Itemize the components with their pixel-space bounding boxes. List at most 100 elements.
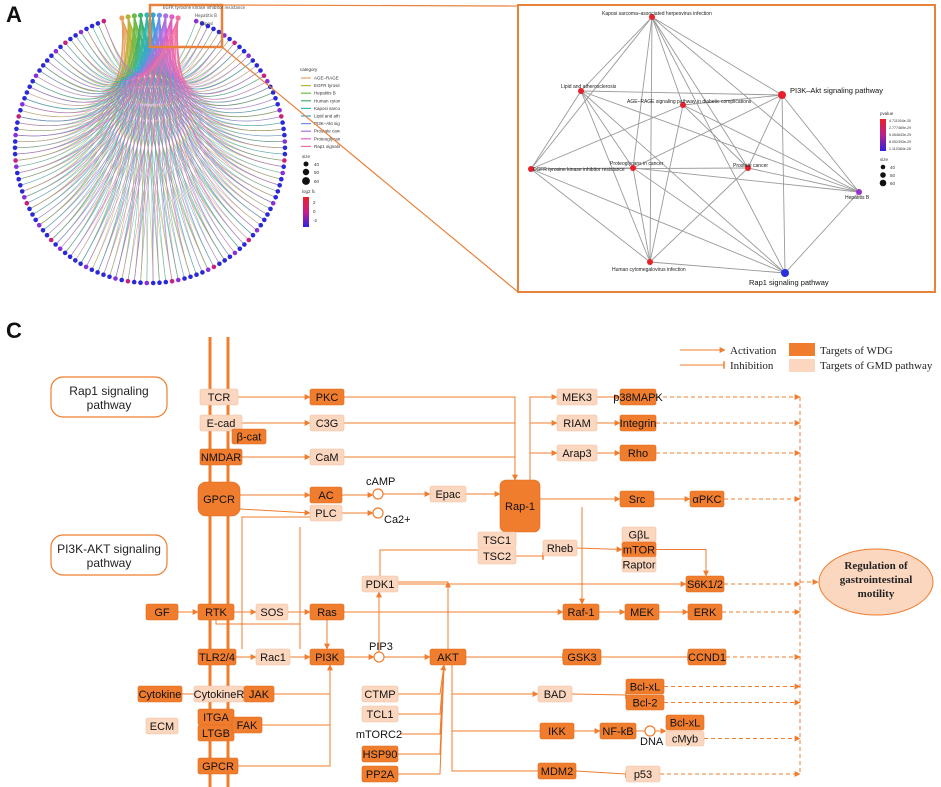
node-label-gpcr2: GPCR [202,761,234,773]
fc-tick: -2 [313,218,317,223]
network-edge [682,104,749,169]
node-ras: Ras [309,603,345,621]
node-gsk3: GSK3 [562,648,602,666]
gene-node [33,73,39,79]
gene-node [216,29,222,35]
pvalue-tick: 5.064643e-29 [889,133,911,137]
category-label: Hepatitis B [314,91,336,96]
gene-node [261,73,267,79]
node-label-pkc: PKC [316,392,339,404]
node-label-nmdar: NMDAR [201,452,241,464]
size-legend-title-a: size [302,154,310,159]
node-label-raptor: Raptor [622,560,655,572]
node-box-rtk [197,603,235,621]
gene-node [227,254,233,260]
gene-node [30,78,35,84]
size-value: 60 [314,179,320,184]
network-label-lipid: Lipid and atherosclerosis [561,84,617,90]
node-label-arap3: Arap3 [562,448,591,460]
node-box-bclxl2 [665,714,705,731]
gene-node [205,23,211,29]
gene-node [53,242,58,247]
gene-node [13,164,19,169]
gene-node [83,264,89,270]
network-edge [651,16,749,169]
gene-node [242,242,247,247]
pathway-anchor-node [175,15,181,21]
pathway-anchor-node [150,12,156,18]
network-edge [649,261,786,274]
pathway-anchor-node [144,12,150,18]
network-node-rap1 [781,269,789,277]
gene-node [211,26,216,32]
node-label-akt: AKT [437,652,459,664]
node-label-src: Src [629,494,646,506]
gene-node [163,279,169,285]
node-label-gbl: GβL [628,530,649,542]
node-mek3: MEK3 [556,388,598,406]
node-mtorc2: mTORC2 [356,729,402,741]
gene-node [273,96,278,101]
gene-node [57,246,63,252]
gene-node [15,120,20,125]
node-box-p38 [619,388,657,406]
panel-b-network: Kaposi sarcoma–associated herpesvirus in… [517,4,936,293]
network-nodes: Kaposi sarcoma–associated herpesvirus in… [528,11,883,287]
category-label: EGFR tyrosine kinase inhibitor resistanc… [314,83,340,88]
gene-node [254,228,260,233]
chord-edge [146,14,241,249]
size-dot [302,168,310,176]
network-edge [784,191,860,274]
gene-node [258,222,264,228]
pathway-legend: Activation Inhibition Targets of WDG Tar… [680,343,933,372]
category-label: PI3K–Akt signaling pathway [314,121,340,126]
gene-node [217,261,222,267]
node-rac1: Rac1 [255,648,291,666]
size-dot [302,177,310,185]
gene-node [18,108,23,113]
node-box-cmyb [665,730,705,747]
gene-node [78,29,84,35]
node-sos: SOS [255,603,289,621]
panel-label-a: A [6,2,22,27]
size-dot [303,161,309,167]
size-dot [879,179,887,187]
chord-edge [60,15,166,84]
node-box-rho [619,444,657,462]
node-rheb: Rheb [542,539,578,557]
chord-edge [165,17,179,281]
gene-node [254,63,260,68]
network-edge [530,104,684,170]
node-box-p53 [625,765,661,783]
node-box-ccnd1 [687,648,727,666]
node-label-tsc2: TSC2 [483,551,511,563]
node-c3g: C3G [309,414,345,432]
network-node-hepb [856,189,862,195]
fc-colorbar [303,197,309,227]
node-box-tcl1 [361,705,399,723]
gene-node [37,68,42,73]
gene-node [22,96,27,101]
node-label-plc: PLC [315,508,336,520]
node-label-gf: GF [154,607,170,619]
legend-gmd-swatch [789,359,815,372]
activation-edge [344,396,518,481]
category-label: Proteoglycans in cancer [314,136,340,141]
node-raptor: Raptor [621,556,657,573]
gene-node [250,58,256,63]
node-label-cytokine: Cytokine [139,689,182,701]
gene-node [232,40,237,46]
panel-a-chord-diagram: EGFR tyrosine kinase inhibitor resistanc… [12,3,340,286]
gene-node [68,36,73,42]
node-label-fak: FAK [237,720,258,732]
node-label-cmyb: cMyb [672,734,698,746]
network-node-lipid [578,88,584,94]
gene-node [125,278,131,284]
node-box-jak [243,685,275,703]
node-label-jak: JAK [249,689,270,701]
chord-edge [86,15,160,77]
network-edge [632,167,786,274]
node-box-tcr [199,388,239,406]
node-label-ac: AC [318,490,333,502]
size-value: 50 [314,170,320,175]
